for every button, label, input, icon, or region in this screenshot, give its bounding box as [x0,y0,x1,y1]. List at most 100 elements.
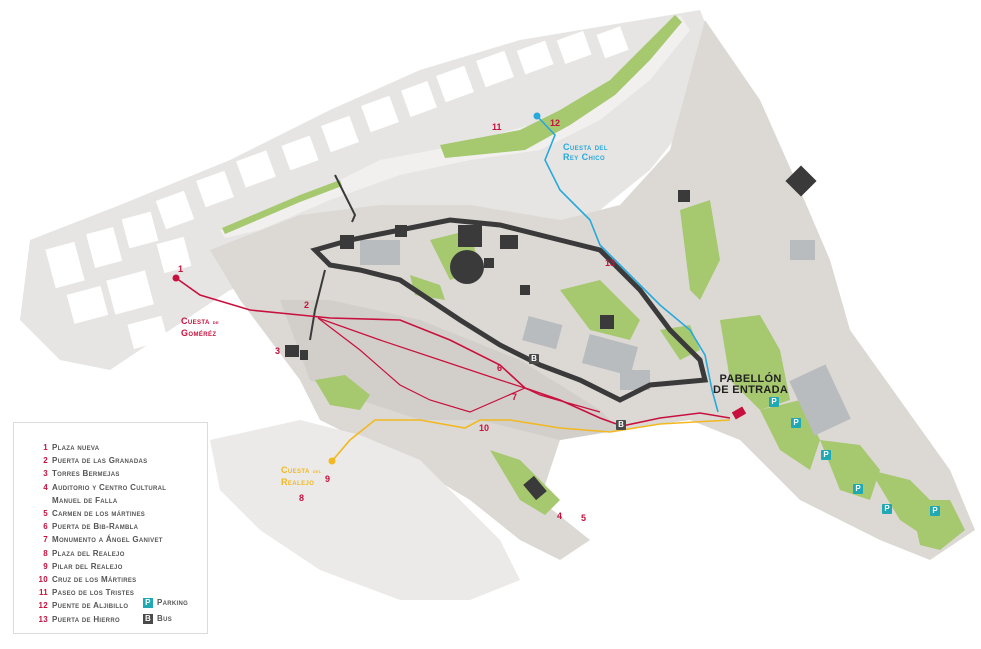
legend-item-label: Puerta de las Granadas [52,456,148,466]
marker-puente-aljibillo [533,112,541,120]
legend-item-label: Torres Bermejas [52,469,120,479]
legend-item-label: Carmen de los mártines [52,509,146,519]
parking-icon: P [143,598,153,608]
marker-pilar-realejo [328,457,336,465]
legend-item-number: 8 [43,548,48,558]
bus-icon: B [143,614,153,624]
parking-badge: P [769,397,779,407]
label-rey-chico-line1: Cuesta del [563,142,608,152]
map-number-1: 1 [178,264,184,274]
label-realejo-line1: Cuesta [281,465,310,475]
parking-badge: P [853,484,863,494]
route-rey-chico [536,115,719,413]
map-legend: 1 Plaza nueva 2 Puerta de las Granadas 3 To… [13,422,208,634]
map-number-9: 9 [325,474,331,484]
legend-item-number: 2 [43,456,48,466]
legend-item-number: 5 [43,509,48,519]
map-number-8: 8 [299,493,305,503]
legend-item-label: Puente de Aljibillo [52,601,129,611]
legend-item-number: 7 [43,535,48,545]
route-entrance-link [621,412,731,427]
marker-plaza-nueva [172,274,180,282]
green-strip-west [222,180,342,234]
legend-item: 2 Puerta de las Granadas [38,454,207,467]
label-gomerez-line2: Goméréz [181,328,217,338]
legend-item-label: Pilar del Realejo [52,561,123,571]
parking-badge: P [930,506,940,516]
legend-item-label: Plaza nueva [52,443,100,452]
legend-item: 9 Pilar del Realejo [38,560,207,573]
legend-item-number: 4 [43,482,48,492]
entrance-marker [731,406,747,420]
bus-badge: B [529,354,539,364]
map-number-10: 10 [479,423,490,433]
parking-badge: P [882,504,892,514]
legend-item-label: Paseo de los Tristes [52,588,135,598]
legend-key-bus: B Bus [143,614,172,624]
label-pabellon-line2: DE ENTRADA [713,384,789,396]
map-number-6: 6 [497,363,503,373]
map-number-2: 2 [304,300,310,310]
legend-item-label: Cruz de los Mártires [52,575,137,585]
fortress-walls [310,217,709,403]
north-wall-spur [334,174,357,223]
label-rey-chico-line2: Rey Chico [563,152,606,162]
label-pabellon-entrada: PABELLÓN DE ENTRADA [713,374,788,396]
route-gomerez-branch2 [317,317,526,413]
route-gomerez-branch [317,317,601,413]
legend-key-label: Parking [157,598,189,608]
parking-badge: P [821,450,831,460]
legend-item-label: Auditorio y Centro Cultural [52,482,167,492]
legend-item: 8 Plaza del Realejo [38,547,207,560]
label-cuesta-rey-chico: Cuesta del Rey Chico [563,142,608,162]
legend-item-number: 12 [38,601,48,611]
legend-item: 3 Torres Bermejas [38,467,207,480]
legend-item-number: 11 [38,588,48,598]
map-number-13: 13 [605,258,616,268]
legend-item: 6 Puerta de Bib-Rambla [38,520,207,533]
bus-badge: B [616,420,626,430]
city-ground [20,10,720,370]
south-ground [210,420,520,600]
map-number-11: 11 [492,122,502,132]
legend-item-number: 3 [43,469,48,479]
legend-item-number: 9 [43,561,48,571]
west-wall-spur [309,269,326,341]
legend-item-number: 6 [43,522,48,532]
map-number-7: 7 [512,392,518,402]
map-number-5: 5 [581,513,587,523]
legend-item-number: 1 [43,443,48,452]
legend-item: 13 Puerta de Hierro [38,613,207,626]
legend-item-label: Monumento a Ángel Ganivet [52,535,163,545]
label-realejo-line2: Realejo [281,477,315,487]
legend-item-label: Plaza del Realejo [52,548,125,558]
legend-item: 4 Auditorio y Centro Cultural [38,481,207,494]
legend-item-number: 13 [38,614,48,624]
legend-item: 10 Cruz de los Mártires [38,573,207,586]
legend-item: 11 Paseo de los Tristes [38,586,207,599]
map-number-12: 12 [550,118,561,128]
legend-item-number: 10 [38,575,48,585]
label-cuesta-gomerez: Cuesta de Goméréz [181,316,219,338]
legend-item: 7 Monumento a Ángel Ganivet [38,533,207,546]
legend-item-label: Manuel de Falla [52,495,118,505]
legend-key-label: Bus [157,614,173,624]
structures [360,240,851,436]
label-pabellon-line1: PABELLÓN [719,373,782,385]
map-number-3: 3 [275,346,281,356]
legend-item: 5 Carmen de los mártines [38,507,207,520]
label-realejo-small: del [312,469,322,475]
legend-item: 1 Plaza nueva [38,441,207,454]
label-cuesta-realejo: Cuesta del Realejo [281,465,322,487]
label-gomerez-small: de [212,320,220,326]
legend-item-label: Puerta de Hierro [52,614,120,624]
green-river-strip [440,15,682,158]
legend-item-label: Puerta de Bib-Rambla [52,522,139,532]
towers [285,165,817,501]
legend-key-parking: P Parking [143,598,188,608]
label-gomerez-line1: Cuesta [181,316,210,326]
legend-item: Manuel de Falla [38,494,207,507]
route-realejo [331,419,731,462]
map-number-4: 4 [557,511,563,521]
